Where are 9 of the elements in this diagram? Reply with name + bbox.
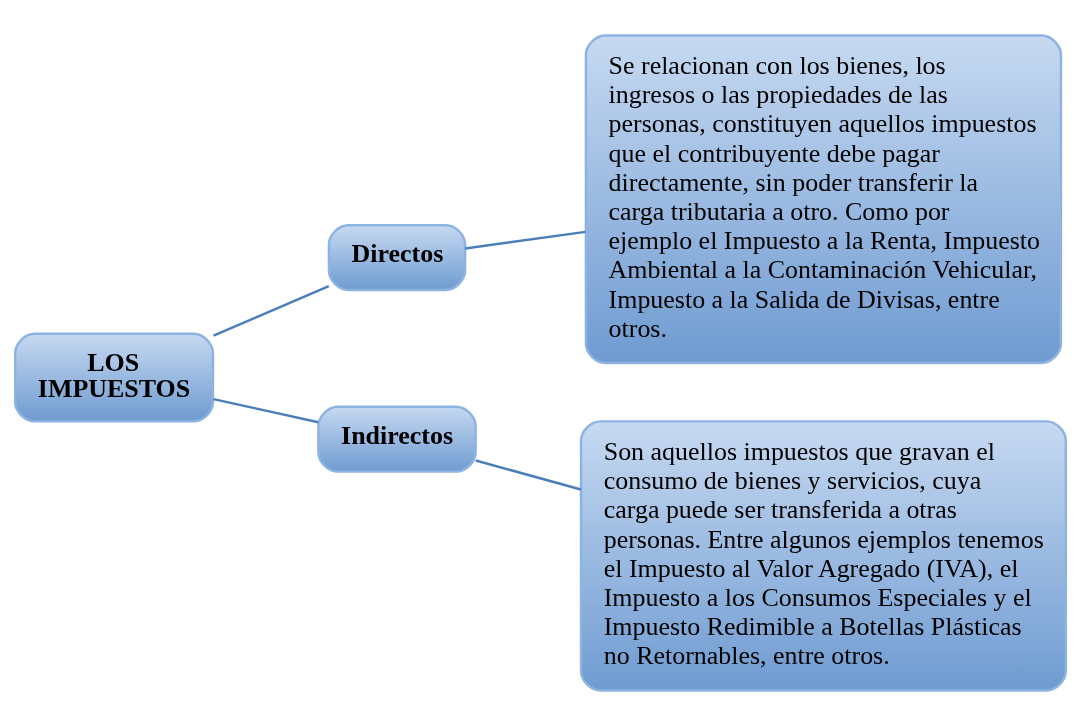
connector: [213, 285, 330, 337]
connector: [213, 397, 319, 424]
connector: [475, 459, 582, 491]
node-box: Indirectos: [317, 405, 477, 473]
connector: [465, 230, 586, 250]
node-box: Se relacionan con los bienes, los ingresos o las propiedades de las personas, constituyen aquellos impuestos que el contribuyente debe pagar directamente, sin poder transferir la carga tributaria a otro. Como por ejemplo el Impuesto a la Renta, Impuesto Ambiental a la Contaminación Vehicular, Impuesto a la Salida de Divisas, entre otros.: [584, 34, 1063, 365]
node-box: Son aquellos impuestos que gravan el consumo de bienes y servicios, cuya carga puede ser transferida a otras personas. Entre algunos ejemplos tenemos el Impuesto al Valor Agregado (IVA), el Impuesto a los Consumos Especiales y el Impuesto Redimible a Botellas Plásticas no Retornables, entre otros.: [579, 420, 1068, 692]
node-box: Directos: [327, 223, 467, 292]
node-box: LOS IMPUESTOS: [13, 332, 215, 423]
